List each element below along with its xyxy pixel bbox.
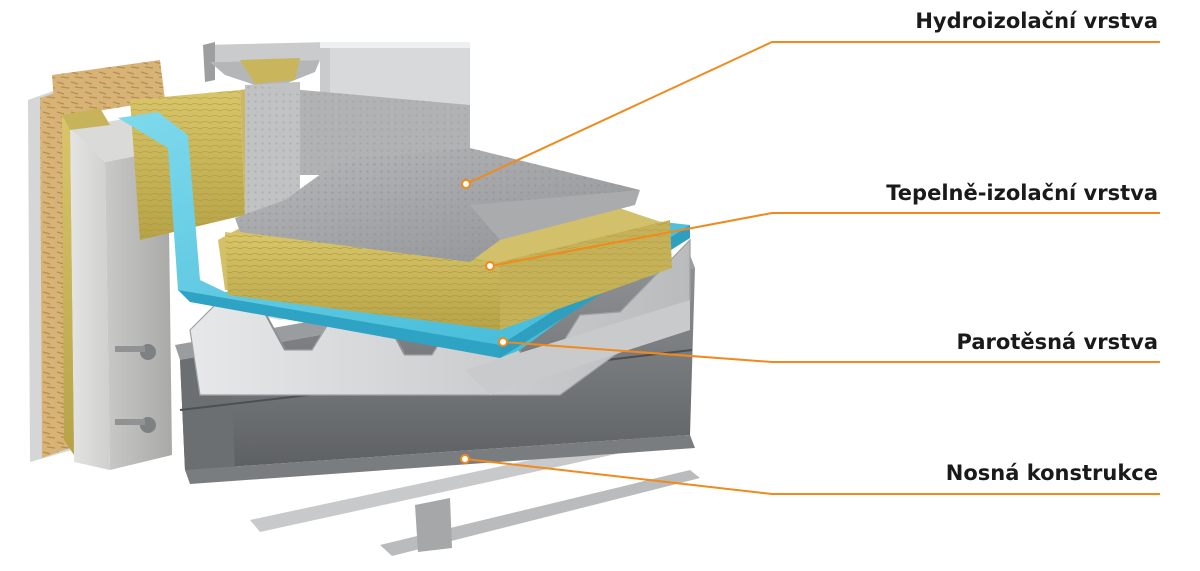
leader-line-structure [464,458,1160,495]
leader-dot-structure [460,454,470,464]
leader-dots [460,179,508,464]
leader-line-vapour [502,341,1160,363]
leader-dot-thermal [485,261,495,271]
leader-line-hydro [465,41,1160,185]
label-hydro: Hydroizolační vrstva [915,9,1158,33]
leader-line-thermal [489,212,1160,267]
label-structure: Nosná konstrukce [945,461,1158,485]
leader-dot-vapour [498,337,508,347]
label-thermal: Tepelně-izolační vrstva [886,181,1158,205]
waterproofing-membrane [235,148,640,262]
parapet-wall [245,82,470,215]
leader-lines [464,41,1160,495]
label-vapour: Parotěsná vrstva [956,330,1158,354]
leader-dot-hydro [461,179,471,189]
